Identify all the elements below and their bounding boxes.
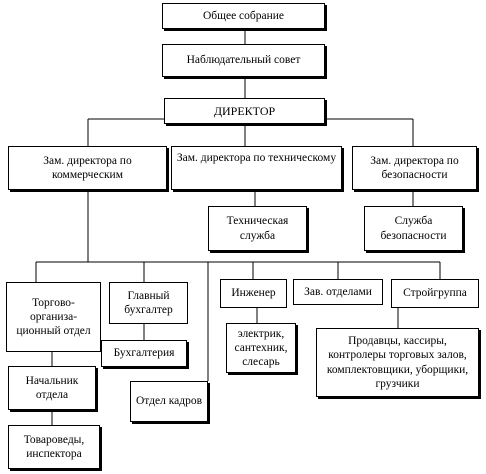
node-deputy-security-label: Зам. директора по безопасности xyxy=(370,154,459,181)
node-department-head: Начальник отдела xyxy=(8,366,96,410)
node-hr-department: Отдел кадров xyxy=(130,381,208,422)
node-construction-group: Стройгруппа xyxy=(391,279,479,308)
node-head-of-departments: Зав. отделами xyxy=(293,279,383,305)
node-general-assembly-label: Общее собрание xyxy=(202,9,285,22)
node-department-head-label: Начальник отдела xyxy=(25,374,79,401)
node-construction-group-label: Стройгруппа xyxy=(403,287,467,300)
node-general-assembly: Общее собрание xyxy=(162,3,325,29)
node-director-label: ДИРЕКТОР xyxy=(213,103,276,118)
node-accounting-label: Бухгалтерия xyxy=(113,347,175,360)
node-supervisory-board-label: Наблюдательный совет xyxy=(186,54,301,67)
node-electricians: электрик, сантехник, слесарь xyxy=(226,323,296,373)
node-deputy-commercial: Зам. директора по коммерческим xyxy=(8,146,167,190)
node-security-service: Служба безопасности xyxy=(364,206,463,251)
node-accounting: Бухгалтерия xyxy=(101,340,187,367)
node-engineer: Инженер xyxy=(220,279,287,308)
node-director: ДИРЕКТОР xyxy=(164,98,325,124)
node-chief-accountant: Главный бухгалтер xyxy=(109,282,188,324)
node-chief-accountant-label: Главный бухгалтер xyxy=(124,289,173,316)
node-deputy-technical: Зам. директора по техническому xyxy=(171,146,342,190)
node-sales-staff: Продавцы, кассиры, контролеры торговых з… xyxy=(316,328,479,397)
node-trade-org-department: Торгово-организа-ционный отдел xyxy=(6,282,101,352)
node-deputy-security: Зам. директора по безопасности xyxy=(352,146,477,190)
node-deputy-commercial-label: Зам. директора по коммерческим xyxy=(43,154,132,181)
node-technical-service-label: Техническая служба xyxy=(226,215,289,242)
node-deputy-technical-label: Зам. директора по техническому xyxy=(176,152,337,164)
node-sales-staff-label: Продавцы, кассиры, контролеры торговых з… xyxy=(326,335,469,390)
node-electricians-label: электрик, сантехник, слесарь xyxy=(234,327,288,368)
node-head-of-departments-label: Зав. отделами xyxy=(304,285,372,298)
node-engineer-label: Инженер xyxy=(231,287,276,300)
node-hr-department-label: Отдел кадров xyxy=(135,395,203,408)
node-supervisory-board: Наблюдательный совет xyxy=(162,44,325,77)
node-security-service-label: Служба безопасности xyxy=(380,215,447,242)
node-merchandisers: Товароведы, инспектора xyxy=(8,425,100,469)
node-technical-service: Техническая служба xyxy=(208,206,307,251)
node-trade-org-department-label: Торгово-организа-ционный отдел xyxy=(16,296,91,337)
node-merchandisers-label: Товароведы, инспектора xyxy=(23,433,85,460)
